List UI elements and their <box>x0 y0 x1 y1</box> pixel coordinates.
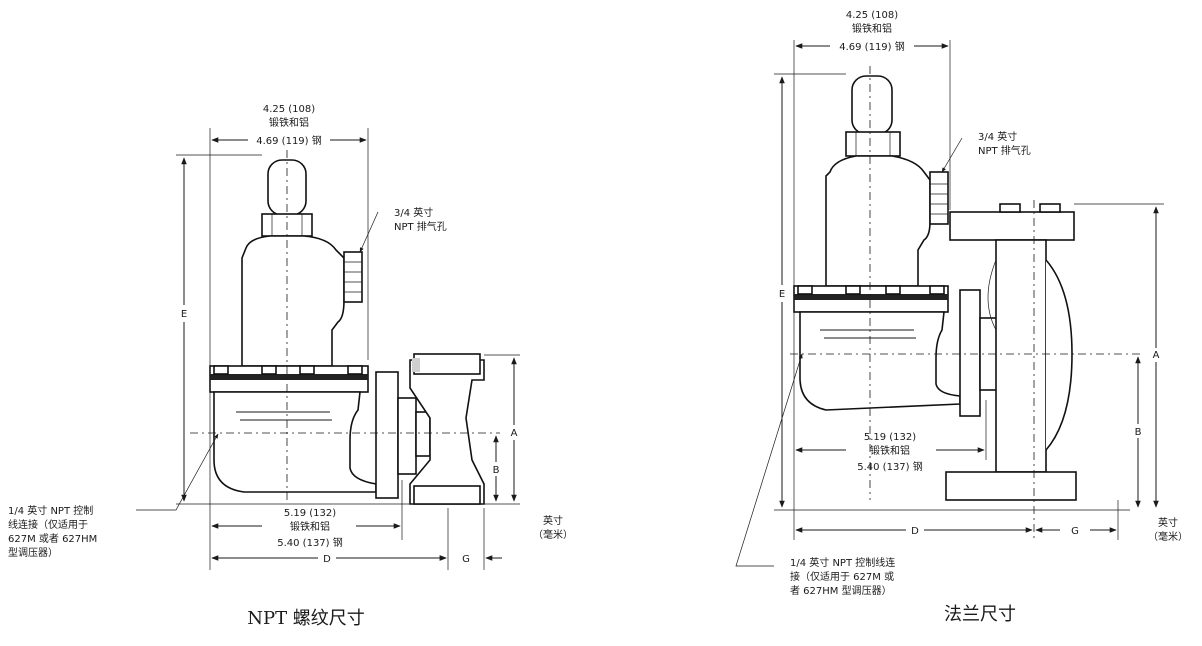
material-top-label-right: 锻铁和铝 <box>852 22 892 35</box>
flanged-view: 4.25 (108) 锻铁和铝 4.69 (119) 钢 3/4 英寸 NPT … <box>735 10 1188 625</box>
body-material-label-right: 锻铁和铝 <box>870 444 910 457</box>
dim-d-label: D <box>323 554 331 565</box>
units-label-line2: （毫米） <box>533 528 573 541</box>
dim-g-label: G <box>462 554 470 565</box>
body-width-label: 5.19 (132) <box>284 508 336 519</box>
dim-b-label-right: B <box>1135 427 1142 438</box>
body-steel-label: 5.40 (137) 钢 <box>277 536 343 549</box>
regulator-right-drawing <box>793 75 1077 501</box>
control-label-line3: 627M 或者 627HM <box>8 533 97 545</box>
units-label-line1: 英寸 <box>543 514 563 527</box>
npt-caption: NPT 螺纹尺寸 <box>247 608 365 629</box>
control-label-line2: 线连接（仅适用于 <box>8 518 88 531</box>
vent-label-line2: NPT 排气孔 <box>394 220 447 233</box>
control-label-line1-right: 1/4 英寸 NPT 控制线连 <box>790 556 895 569</box>
dim-a-label-right: A <box>1153 350 1160 361</box>
width-steel-label: 4.69 (119) 钢 <box>256 134 322 147</box>
control-label-line1: 1/4 英寸 NPT 控制 <box>8 504 93 517</box>
vent-label-line2-right: NPT 排气孔 <box>978 144 1031 157</box>
material-top-label: 锻铁和铝 <box>269 116 309 129</box>
npt-thread-view: 4.25 (108) 锻铁和铝 4.69 (119) 钢 3/4 英寸 NPT … <box>8 104 573 629</box>
dim-d-label-right: D <box>911 526 919 537</box>
dim-a-label: A <box>511 428 518 439</box>
body-width-label-right: 5.19 (132) <box>864 432 916 443</box>
units-label-line2-right: （毫米） <box>1148 530 1188 543</box>
body-material-label: 锻铁和铝 <box>290 520 330 533</box>
width-top-label-right: 4.25 (108) <box>846 10 898 21</box>
dim-b-label: B <box>493 465 500 476</box>
dim-g-label-right: G <box>1071 526 1079 537</box>
control-label-line2-right: 接（仅适用于 627M 或 <box>790 570 894 583</box>
control-label-line4: 型调压器） <box>8 546 58 559</box>
regulator-left-drawing <box>209 159 485 505</box>
vent-label-line1: 3/4 英寸 <box>394 206 433 219</box>
width-top-label: 4.25 (108) <box>263 104 315 115</box>
width-steel-label-right: 4.69 (119) 钢 <box>839 40 905 53</box>
flange-caption: 法兰尺寸 <box>944 604 1016 625</box>
dim-e-label: E <box>181 309 187 320</box>
dim-e-label-right: E <box>779 289 785 300</box>
body-steel-label-right: 5.40 (137) 钢 <box>857 460 923 473</box>
control-label-line3-right: 者 627HM 型调压器） <box>790 584 892 597</box>
units-label-line1-right: 英寸 <box>1158 516 1178 529</box>
vent-label-line1-right: 3/4 英寸 <box>978 130 1017 143</box>
